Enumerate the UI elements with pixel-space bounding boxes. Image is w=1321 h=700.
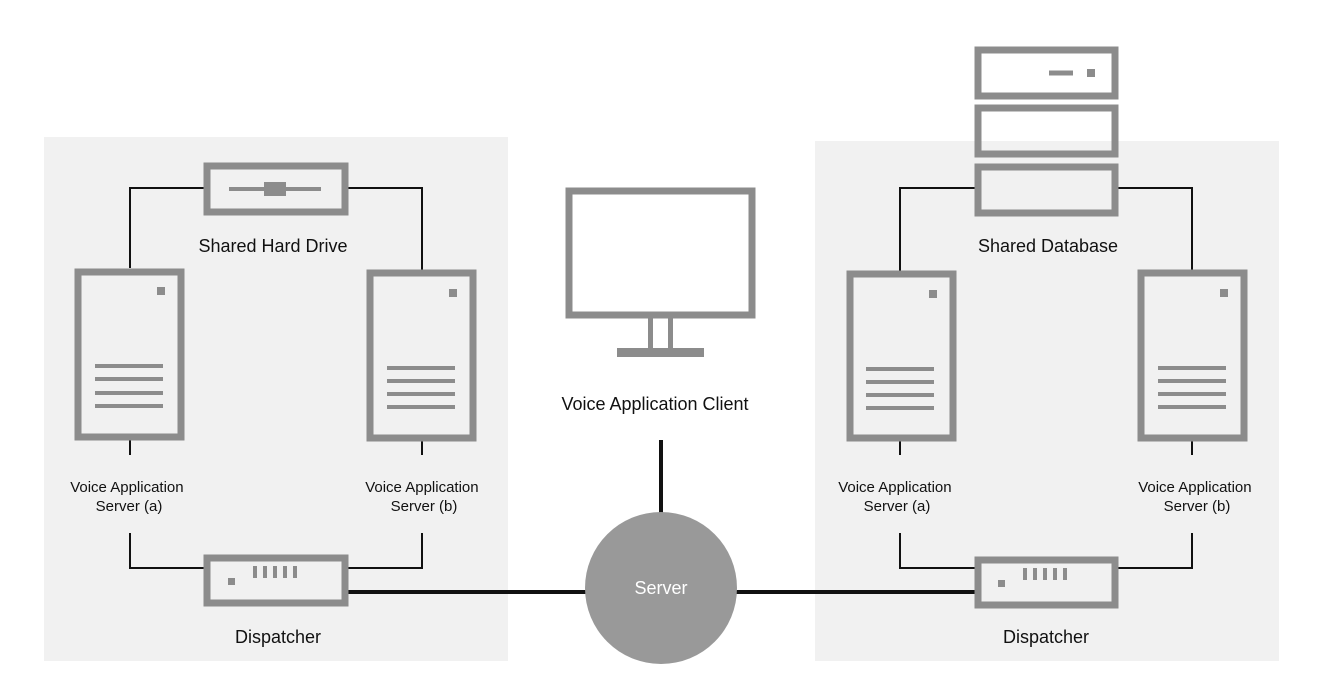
left-cluster-panel [44, 137, 508, 661]
monitor-icon [565, 187, 756, 357]
right-server-b-line2: Server (b) [1164, 498, 1231, 515]
left-server-a-label: Voice Application Server (a) [70, 479, 188, 515]
right-server-a-line1: Voice Application [838, 479, 951, 496]
client-label: Voice Application Client [561, 394, 748, 414]
right-dispatcher-label: Dispatcher [1003, 627, 1089, 647]
server-b-icon [366, 269, 477, 442]
server-a-icon [846, 270, 957, 442]
left-server-a-line2: Server (a) [96, 498, 163, 515]
server-node-label: Server [634, 578, 687, 598]
right-server-a-line2: Server (a) [864, 498, 931, 515]
left-server-b-line2: Server (b) [391, 498, 458, 515]
database-icon [974, 46, 1119, 217]
left-dispatcher-label: Dispatcher [235, 627, 321, 647]
dispatcher-icon [203, 554, 349, 607]
connector-lines [129, 187, 1193, 594]
server-b-icon [1137, 269, 1248, 442]
hard-drive-icon [203, 162, 349, 216]
shared-hard-drive-label: Shared Hard Drive [198, 236, 347, 256]
server-a-icon [74, 268, 185, 441]
right-server-b-label: Voice Application Server (b) [1138, 479, 1256, 515]
left-server-a-line1: Voice Application [70, 479, 183, 496]
left-server-b-line1: Voice Application [365, 479, 478, 496]
left-server-b-label: Voice Application Server (b) [365, 479, 483, 515]
right-cluster-panel [815, 141, 1279, 661]
server-node: Server [585, 512, 737, 664]
right-server-b-line1: Voice Application [1138, 479, 1251, 496]
shared-database-label: Shared Database [978, 236, 1118, 256]
dispatcher-icon [974, 556, 1119, 609]
right-server-a-label: Voice Application Server (a) [838, 479, 956, 515]
